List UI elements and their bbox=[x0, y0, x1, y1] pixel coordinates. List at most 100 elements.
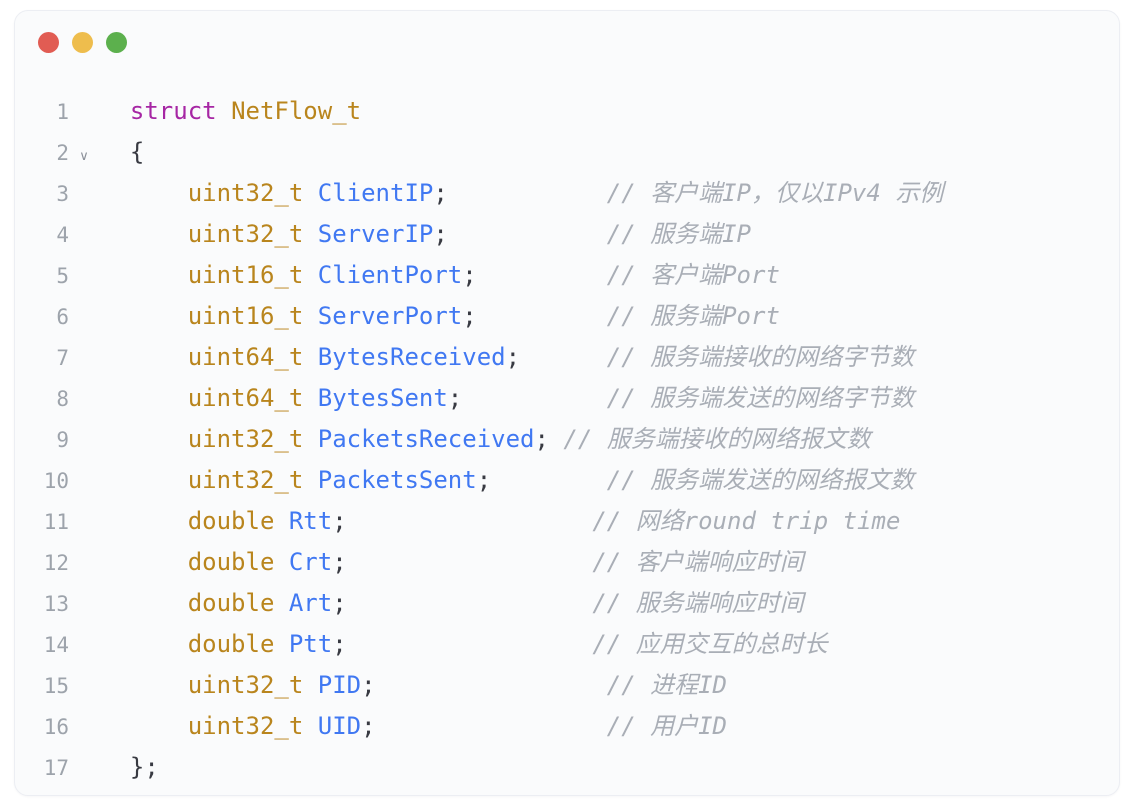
fold-gutter-spacer bbox=[69, 587, 99, 628]
token-plain bbox=[101, 179, 188, 207]
token-plain bbox=[477, 302, 607, 330]
token-plain bbox=[274, 589, 288, 617]
token-plain bbox=[448, 220, 607, 248]
token-plain bbox=[303, 179, 317, 207]
token-type: double bbox=[187, 507, 275, 535]
token-punct: ; bbox=[433, 220, 448, 248]
fold-gutter-spacer bbox=[69, 751, 99, 792]
code-line-text: }; bbox=[99, 747, 1119, 788]
token-plain bbox=[101, 261, 188, 289]
code-line[interactable]: 16 uint32_t UID; // 用户ID bbox=[15, 706, 1119, 747]
token-plain bbox=[101, 753, 130, 781]
token-plain bbox=[101, 302, 188, 330]
token-plain bbox=[303, 220, 317, 248]
token-plain bbox=[303, 302, 317, 330]
token-comment: // 进程ID bbox=[606, 671, 727, 699]
line-number: 9 bbox=[56, 428, 69, 452]
code-line[interactable]: 13 double Art; // 服务端响应时间 bbox=[15, 583, 1119, 624]
code-line[interactable]: 12 double Crt; // 客户端响应时间 bbox=[15, 542, 1119, 583]
token-plain bbox=[303, 384, 317, 412]
code-line[interactable]: 14 double Ptt; // 应用交互的总时长 bbox=[15, 624, 1119, 665]
code-line[interactable]: 5 uint16_t ClientPort; // 客户端Port bbox=[15, 255, 1119, 296]
token-comment: // 客户端Port bbox=[606, 261, 780, 289]
token-comment: // 客户端IP，仅以IPv4 示例 bbox=[606, 179, 944, 207]
token-ident: ClientPort bbox=[317, 261, 463, 289]
fold-gutter-spacer bbox=[69, 423, 99, 464]
token-punct: ; bbox=[534, 425, 549, 453]
window-titlebar bbox=[15, 11, 1119, 73]
line-number: 4 bbox=[56, 223, 69, 247]
token-plain bbox=[101, 466, 188, 494]
chevron-down-icon[interactable]: ∨ bbox=[79, 149, 89, 164]
token-punct: ; bbox=[332, 630, 347, 658]
token-plain bbox=[101, 548, 188, 576]
token-punct: ; bbox=[476, 466, 492, 494]
line-number: 5 bbox=[56, 264, 69, 288]
token-comment: // 服务端IP bbox=[606, 220, 751, 248]
line-number: 12 bbox=[43, 551, 69, 575]
code-line-text: uint64_t BytesReceived; // 服务端接收的网络字节数 bbox=[99, 337, 1119, 378]
token-plain bbox=[448, 179, 607, 207]
token-type: uint64_t bbox=[187, 343, 304, 371]
token-punct: ; bbox=[462, 302, 477, 330]
token-plain bbox=[376, 712, 607, 740]
line-number: 6 bbox=[56, 305, 69, 329]
code-line[interactable]: 3 uint32_t ClientIP; // 客户端IP，仅以IPv4 示例 bbox=[15, 173, 1119, 214]
code-line[interactable]: 9 uint32_t PacketsReceived; // 服务端接收的网络报… bbox=[15, 419, 1119, 460]
token-type: uint32_t bbox=[187, 466, 304, 494]
token-plain bbox=[274, 507, 288, 535]
token-ident: BytesSent bbox=[317, 384, 448, 412]
token-plain bbox=[491, 466, 607, 494]
code-line-text: double Rtt; // 网络round trip time bbox=[99, 501, 1119, 542]
token-punct: ; bbox=[462, 261, 477, 289]
fold-gutter-spacer bbox=[69, 259, 99, 300]
token-plain bbox=[303, 466, 317, 494]
code-line-text: uint32_t ServerIP; // 服务端IP bbox=[99, 214, 1119, 255]
token-type: uint32_t bbox=[187, 179, 304, 207]
token-ident: ServerPort bbox=[317, 302, 463, 330]
token-ident: Ptt bbox=[288, 630, 333, 658]
code-line[interactable]: 2∨ { bbox=[15, 132, 1119, 173]
code-line-text: uint64_t BytesSent; // 服务端发送的网络字节数 bbox=[99, 378, 1119, 419]
code-line-text: uint32_t ClientIP; // 客户端IP，仅以IPv4 示例 bbox=[99, 173, 1119, 214]
line-number: 15 bbox=[43, 674, 69, 698]
token-comment: // 网络round trip time bbox=[592, 507, 901, 535]
code-line[interactable]: 15 uint32_t PID; // 进程ID bbox=[15, 665, 1119, 706]
code-line[interactable]: 4 uint32_t ServerIP; // 服务端IP bbox=[15, 214, 1119, 255]
code-line[interactable]: 6 uint16_t ServerPort; // 服务端Port bbox=[15, 296, 1119, 337]
close-button-icon[interactable] bbox=[38, 31, 59, 53]
token-plain bbox=[303, 712, 317, 740]
token-plain bbox=[477, 261, 607, 289]
line-number: 17 bbox=[43, 756, 69, 780]
fold-gutter-spacer bbox=[69, 710, 99, 751]
token-ident: ClientIP bbox=[317, 179, 434, 207]
code-line[interactable]: 1 struct NetFlow_t bbox=[15, 91, 1119, 132]
code-line[interactable]: 10 uint32_t PacketsSent; // 服务端发送的网络报文数 bbox=[15, 460, 1119, 501]
token-punct: ; bbox=[433, 179, 448, 207]
token-plain bbox=[303, 261, 317, 289]
fold-gutter-spacer bbox=[69, 177, 99, 218]
code-line[interactable]: 11 double Rtt; // 网络round trip time bbox=[15, 501, 1119, 542]
token-ident: UID bbox=[317, 712, 362, 740]
code-line[interactable]: 17 }; bbox=[15, 747, 1119, 788]
minimize-button-icon[interactable] bbox=[72, 31, 93, 53]
token-ident: Art bbox=[288, 589, 333, 617]
code-line-text: uint16_t ServerPort; // 服务端Port bbox=[99, 296, 1119, 337]
line-number: 10 bbox=[43, 469, 69, 493]
token-plain bbox=[376, 671, 607, 699]
fold-gutter-spacer bbox=[69, 669, 99, 710]
token-plain bbox=[217, 97, 231, 125]
token-punct: ; bbox=[361, 671, 376, 699]
code-line-text: uint32_t PacketsReceived; // 服务端接收的网络报文数 bbox=[99, 419, 1119, 460]
token-comment: // 服务端发送的网络字节数 bbox=[606, 384, 915, 412]
token-plain bbox=[101, 220, 188, 248]
code-line[interactable]: 8 uint64_t BytesSent; // 服务端发送的网络字节数 bbox=[15, 378, 1119, 419]
token-type: uint64_t bbox=[187, 384, 304, 412]
line-number: 2 bbox=[56, 141, 69, 165]
code-line[interactable]: 7 uint64_t BytesReceived; // 服务端接收的网络字节数 bbox=[15, 337, 1119, 378]
token-punct: }; bbox=[129, 753, 159, 781]
maximize-button-icon[interactable] bbox=[106, 31, 127, 53]
